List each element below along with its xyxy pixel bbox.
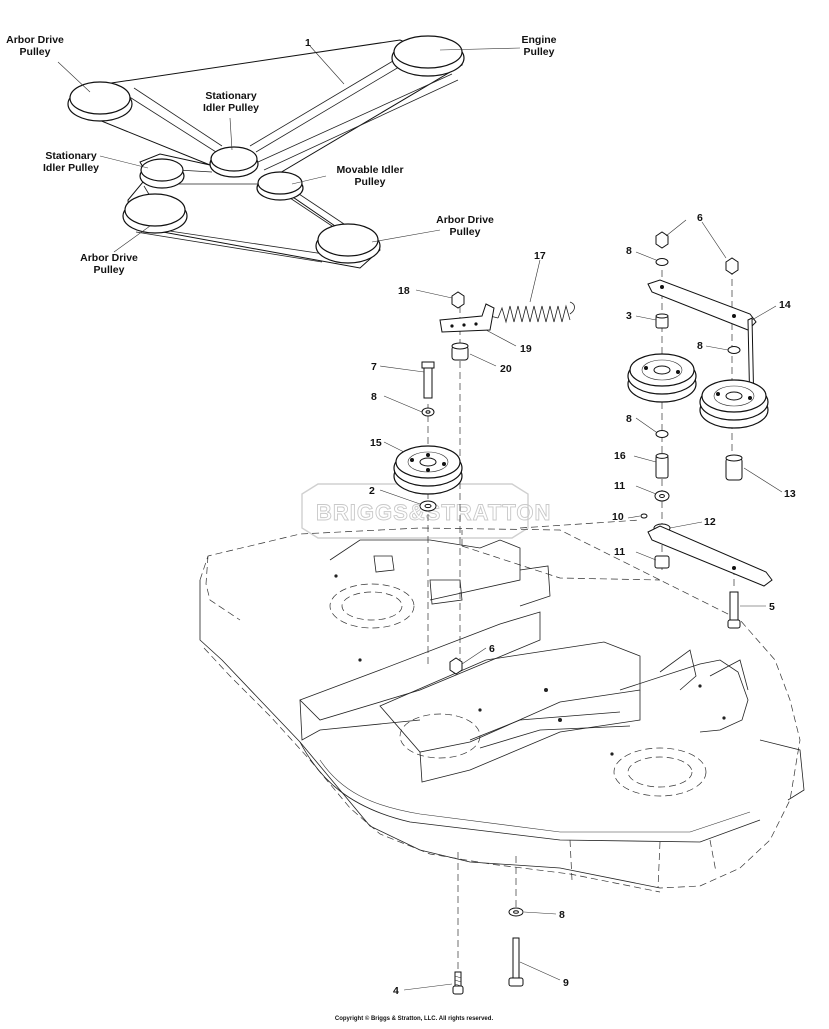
callout-7: 7 — [371, 361, 377, 373]
copyright-notice: Copyright © Briggs & Stratton, LLC. All … — [335, 1015, 494, 1022]
bolt-7 — [423, 365, 433, 399]
callout-19: 19 — [520, 343, 532, 355]
locknut-6 — [449, 657, 463, 675]
label-arbor-drive-pulley-right: Arbor Drive Pulley — [436, 214, 494, 238]
callout-8-b: 8 — [697, 340, 703, 352]
idler-pulley-right — [699, 379, 769, 429]
idler-pulley-upper — [627, 353, 697, 403]
callout-10: 10 — [612, 511, 624, 523]
callout-14: 14 — [779, 299, 791, 311]
callout-15: 15 — [370, 437, 382, 449]
locknut — [451, 291, 465, 309]
callout-9: 9 — [563, 977, 569, 989]
arbor-drive-pulley-top-left — [67, 81, 133, 122]
tension-spring — [497, 304, 571, 324]
callout-8-d: 8 — [626, 413, 632, 425]
callout-20: 20 — [500, 363, 512, 375]
callout-2: 2 — [369, 485, 375, 497]
label-engine-pulley: Engine Pulley — [521, 34, 557, 58]
mower-deck — [199, 527, 805, 893]
callout-4: 4 — [393, 985, 399, 997]
idler-arm-12 — [647, 525, 773, 587]
stationary-idler-pulley-top — [209, 146, 259, 178]
callout-13: 13 — [784, 488, 796, 500]
right-idler-assembly — [519, 231, 773, 629]
idler-bracket — [439, 303, 495, 333]
callout-11-a: 11 — [614, 480, 625, 492]
callout-5: 5 — [769, 601, 775, 613]
callout-6-deck: 6 — [489, 643, 495, 655]
callout-3: 3 — [626, 310, 632, 322]
arbor-drive-pulley-bottom-left — [122, 193, 188, 234]
label-movable-idler: Movable Idler Pulley — [336, 164, 404, 188]
stationary-idler-pulley-left — [139, 158, 185, 189]
label-stationary-idler-top: Stationary Idler Pulley — [202, 90, 260, 114]
center-stack — [393, 291, 575, 995]
callout-16: 16 — [614, 450, 626, 462]
callout-6-top: 6 — [697, 212, 703, 224]
label-arbor-drive-pulley-top-left: Arbor Drive Pulley — [6, 34, 64, 58]
arbor-drive-pulley-right — [315, 223, 381, 264]
callout-11-b: 11 — [614, 546, 625, 558]
bolt-9 — [512, 937, 520, 981]
idler-pulley-15 — [393, 445, 463, 495]
screw-4 — [452, 971, 464, 995]
belt-routing — [57, 35, 521, 269]
idler-arm-plate — [647, 279, 757, 331]
callout-17: 17 — [534, 250, 546, 262]
callout-18: 18 — [398, 285, 410, 297]
callout-leaders — [379, 219, 783, 991]
callout-12: 12 — [704, 516, 716, 528]
callout-8-a: 8 — [626, 245, 632, 257]
callout-1: 1 — [305, 37, 311, 49]
movable-idler-pulley — [256, 171, 304, 201]
engine-pulley — [391, 35, 465, 77]
callout-8-e: 8 — [559, 909, 565, 921]
label-stationary-idler-left: Stationary Idler Pulley — [42, 150, 100, 174]
label-arbor-drive-pulley-bottom-left: Arbor Drive Pulley — [80, 252, 138, 276]
callout-8-c: 8 — [371, 391, 377, 403]
callout-numbers: 1 2 3 4 5 6 6 7 8 8 8 8 8 9 10 11 11 12 … — [305, 37, 796, 997]
